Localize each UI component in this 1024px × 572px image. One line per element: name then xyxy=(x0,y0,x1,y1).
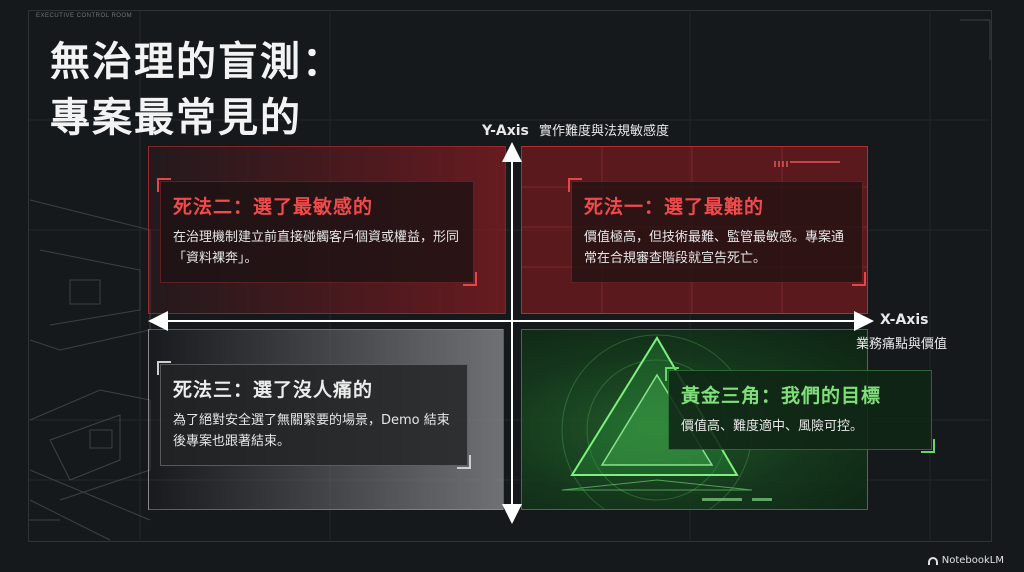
card-hardest-choice: 死法一：選了最難的 價值極高，但技術最難、監管最敏感。專案通常在合規審查階段就宣… xyxy=(568,178,866,286)
card-sensitive-choice: 死法二：選了最敏感的 在治理機制建立前直接碰觸客戶個資或權益，形同「資料裸奔」。 xyxy=(157,178,477,286)
footer-brand: NotebookLM xyxy=(927,555,1004,566)
page-title: 無治理的盲測： 專案最常見的 xyxy=(50,34,344,146)
y-axis-description: 實作難度與法規敏感度 xyxy=(539,124,670,139)
card-body: 為了絕對安全選了無關緊要的場景，Demo 結束後專案也跟著結束。 xyxy=(173,413,450,449)
x-axis-description: 業務痛點與價值 xyxy=(856,337,948,352)
card-no-pain-choice: 死法三：選了沒人痛的 為了絕對安全選了無關緊要的場景，Demo 結束後專案也跟著… xyxy=(157,361,471,469)
notebooklm-logo-icon xyxy=(927,556,938,565)
card-corner xyxy=(463,272,477,286)
title-line-2: 專案最常見的 xyxy=(50,95,302,141)
card-corner xyxy=(665,367,679,381)
card-golden-triangle: 黃金三角：我們的目標 價值高、難度適中、風險可控。 xyxy=(665,367,935,453)
card-corner xyxy=(157,178,171,192)
card-title: 死法一：選了最難的 xyxy=(584,196,765,218)
card-body: 在治理機制建立前直接碰觸客戶個資或權益，形同「資料裸奔」。 xyxy=(173,230,460,266)
slide-frame xyxy=(28,10,992,542)
card-title: 黃金三角：我們的目標 xyxy=(681,385,882,407)
x-axis-title: X-Axis xyxy=(880,312,929,328)
y-axis-label: Y-Axis 實作難度與法規敏感度 xyxy=(482,120,669,139)
y-axis-title: Y-Axis xyxy=(482,123,529,139)
card-corner xyxy=(157,361,171,375)
card-corner xyxy=(921,439,935,453)
card-title: 死法三：選了沒人痛的 xyxy=(173,379,374,401)
card-corner xyxy=(457,455,471,469)
card-body: 價值極高，但技術最難、監管最敏感。專案通常在合規審查階段就宣告死亡。 xyxy=(584,230,845,266)
title-line-1: 無治理的盲測： xyxy=(50,39,344,85)
card-corner xyxy=(568,178,582,192)
card-title: 死法二：選了最敏感的 xyxy=(173,196,374,218)
footer-brand-text: NotebookLM xyxy=(941,555,1004,566)
card-corner xyxy=(852,272,866,286)
brand-caption: EXECUTIVE CONTROL ROOM xyxy=(36,13,133,19)
card-body: 價值高、難度適中、風險可控。 xyxy=(681,419,864,434)
